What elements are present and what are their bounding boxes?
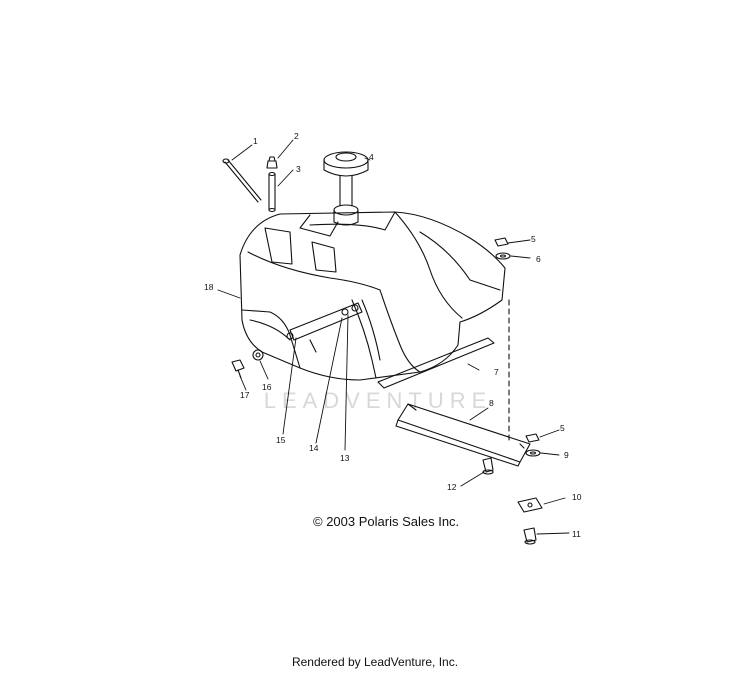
callout-16: 16 — [262, 382, 272, 392]
leader-lines — [217, 139, 570, 535]
part-12-screw — [482, 457, 494, 475]
part-3-hose — [268, 171, 276, 213]
callout-4: 4 — [369, 152, 374, 162]
callout-10: 10 — [572, 492, 582, 502]
part-16-grommet — [252, 349, 264, 361]
watermark: LEADVENTURE — [264, 388, 493, 413]
callout-3: 3 — [296, 164, 301, 174]
part-4-fuel-cap — [323, 151, 369, 226]
callout-6: 6 — [536, 254, 541, 264]
callout-12: 12 — [447, 482, 457, 492]
callout-7: 7 — [494, 367, 499, 377]
part-11-bolt — [523, 527, 537, 545]
part-5-nut-lower — [525, 433, 540, 443]
part-8-bracket — [395, 403, 531, 467]
callout-18: 18 — [204, 282, 214, 292]
callout-9: 9 — [564, 450, 569, 460]
part-17-bolt — [231, 359, 245, 379]
tank-mount-plate — [286, 302, 363, 353]
callout-5a: 5 — [531, 234, 536, 244]
callouts: 1 2 3 4 5 6 7 8 5 9 10 11 12 13 14 15 16… — [204, 131, 582, 539]
part-6-washer — [495, 252, 511, 260]
footer-credit: Rendered by LeadVenture, Inc. — [291, 655, 459, 669]
part-7-strap — [377, 337, 495, 389]
callout-5b: 5 — [560, 423, 565, 433]
callout-14: 14 — [309, 443, 319, 453]
part-9-washer — [525, 449, 541, 457]
callout-2: 2 — [294, 131, 299, 141]
part-2-fitting — [266, 156, 278, 169]
callout-1: 1 — [253, 136, 258, 146]
callout-13: 13 — [340, 453, 350, 463]
callout-8: 8 — [489, 398, 494, 408]
part-1-clip — [222, 158, 262, 203]
part-10-pad — [517, 497, 543, 513]
callout-11: 11 — [572, 529, 581, 539]
part-5-nut-upper — [494, 237, 509, 247]
callout-15: 15 — [276, 435, 286, 445]
copyright-notice: © 2003 Polaris Sales Inc. — [313, 514, 460, 529]
callout-17: 17 — [240, 390, 250, 400]
